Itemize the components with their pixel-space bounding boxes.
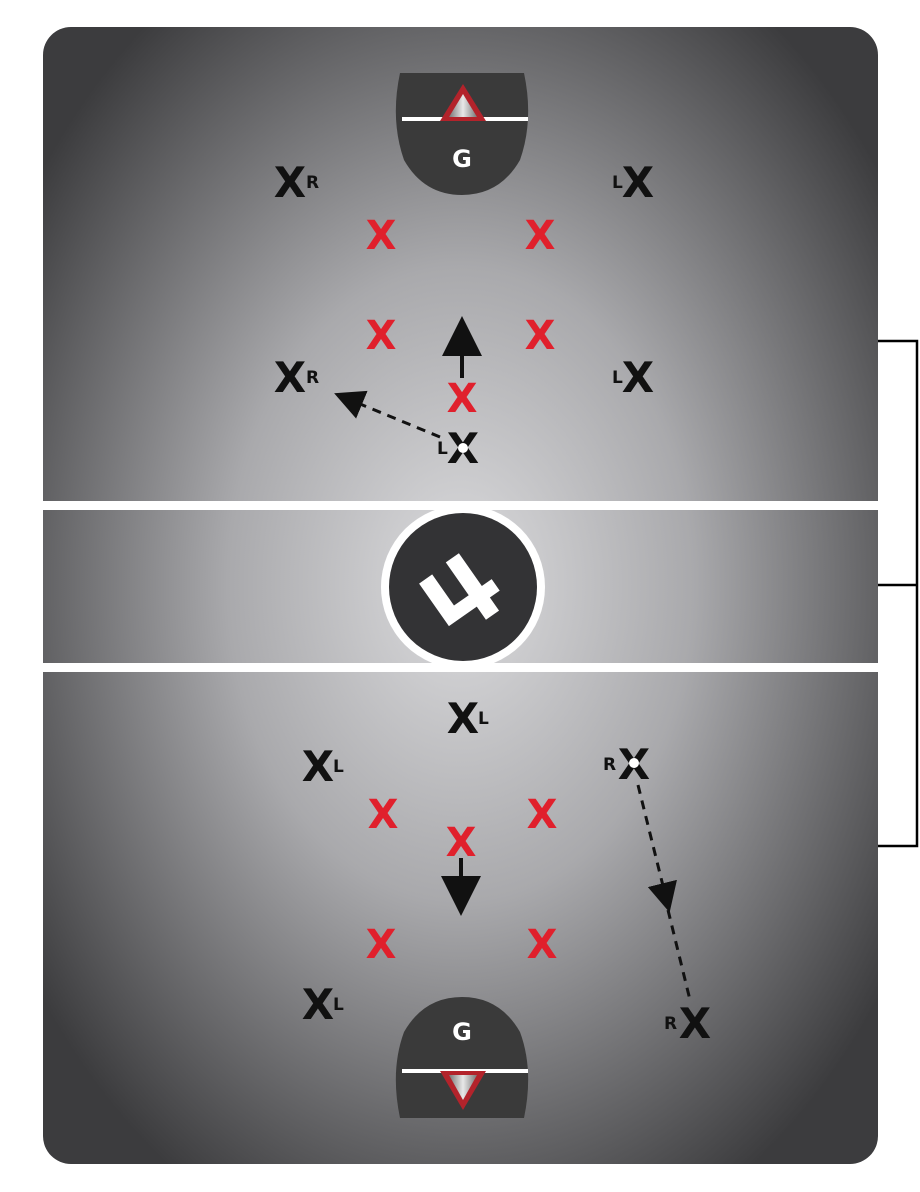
red-x: X	[368, 792, 399, 838]
svg-text:X: X	[274, 158, 306, 207]
player-side-label: L	[437, 439, 448, 459]
red-x: X	[366, 213, 397, 259]
player-side-label: L	[612, 173, 623, 193]
svg-text:X: X	[679, 999, 711, 1048]
red-x: X	[366, 313, 397, 359]
right-bracket	[878, 339, 919, 848]
svg-text:X: X	[622, 353, 654, 402]
red-x: X	[527, 792, 558, 838]
red-x: X	[525, 213, 556, 259]
red-x: X	[527, 922, 558, 968]
player-x: X L	[302, 980, 344, 1029]
player-x: X R	[664, 999, 711, 1048]
player-side-label: L	[333, 757, 344, 777]
svg-text:X: X	[302, 980, 334, 1029]
dashed-pass-arrow-icon	[636, 784, 677, 913]
red-x: X	[525, 313, 556, 359]
dashed-pass-arrow-icon	[334, 390, 441, 439]
goal-net-icon	[440, 84, 486, 121]
top-goalie-label: G	[452, 145, 472, 173]
svg-text:X: X	[622, 158, 654, 207]
player-x: X L	[302, 742, 344, 791]
player-x: X R	[274, 353, 319, 402]
player-x: X R	[274, 158, 319, 207]
ball-icon	[629, 758, 639, 768]
player-x: X L	[447, 694, 489, 743]
goal-net-icon	[440, 1071, 486, 1110]
player-side-label: L	[612, 368, 623, 388]
ball-icon	[458, 443, 468, 453]
player-x: X L	[612, 158, 654, 207]
svg-text:X: X	[274, 353, 306, 402]
player-side-label: R	[603, 755, 616, 775]
player-side-label: R	[664, 1014, 677, 1034]
top-goal-crease: G	[395, 73, 529, 195]
svg-text:X: X	[302, 742, 334, 791]
red-x: X	[366, 922, 397, 968]
player-x-with-ball: X L	[437, 424, 479, 473]
player-side-label: L	[478, 709, 489, 729]
player-x: X L	[612, 353, 654, 402]
svg-text:X: X	[447, 694, 479, 743]
bottom-goal-crease: G	[395, 997, 529, 1118]
player-side-label: R	[306, 368, 319, 388]
player-x-with-ball: X R	[603, 740, 650, 789]
player-side-label: R	[306, 173, 319, 193]
bottom-attack-players: X L X L X R X L X R	[302, 694, 711, 1048]
red-x: X	[447, 376, 478, 422]
lacrosse-logo-icon	[381, 505, 545, 669]
player-side-label: L	[333, 995, 344, 1015]
bottom-goalie-label: G	[452, 1018, 472, 1046]
top-attack-players: X R X L X R X L X L	[274, 158, 654, 473]
top-defense-players: X X X X X	[366, 213, 556, 422]
